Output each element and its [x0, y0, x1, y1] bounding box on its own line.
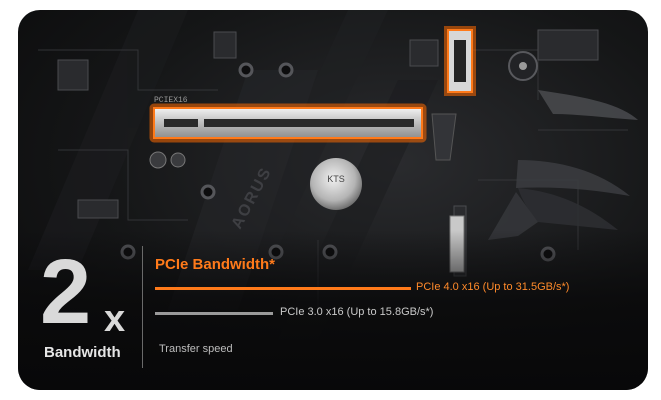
battery-label: KTS [327, 174, 345, 184]
aorus-eagle-logo [488, 90, 638, 240]
hero-card: PCIEX16 KTS AORUS 2 x Bandwidth PCIe Ban… [18, 10, 648, 390]
divider-line [142, 246, 143, 368]
pcie4-bar [155, 287, 411, 290]
pcie3-bar [155, 312, 273, 315]
pcie4-label: PCIe 4.0 x16 (Up to 31.5GB/s*) [416, 281, 570, 293]
multiplier-x: x [104, 298, 126, 340]
bandwidth-label: Bandwidth [44, 344, 121, 361]
transfer-speed-caption: Transfer speed [159, 343, 233, 355]
slot-label: PCIEX16 [154, 96, 188, 105]
bottom-fade [18, 230, 648, 390]
pcie3-label: PCIe 3.0 x16 (Up to 15.8GB/s*) [280, 306, 434, 318]
pcie-bandwidth-title: PCIe Bandwidth* [155, 256, 276, 273]
multiplier-number: 2 [40, 241, 91, 343]
